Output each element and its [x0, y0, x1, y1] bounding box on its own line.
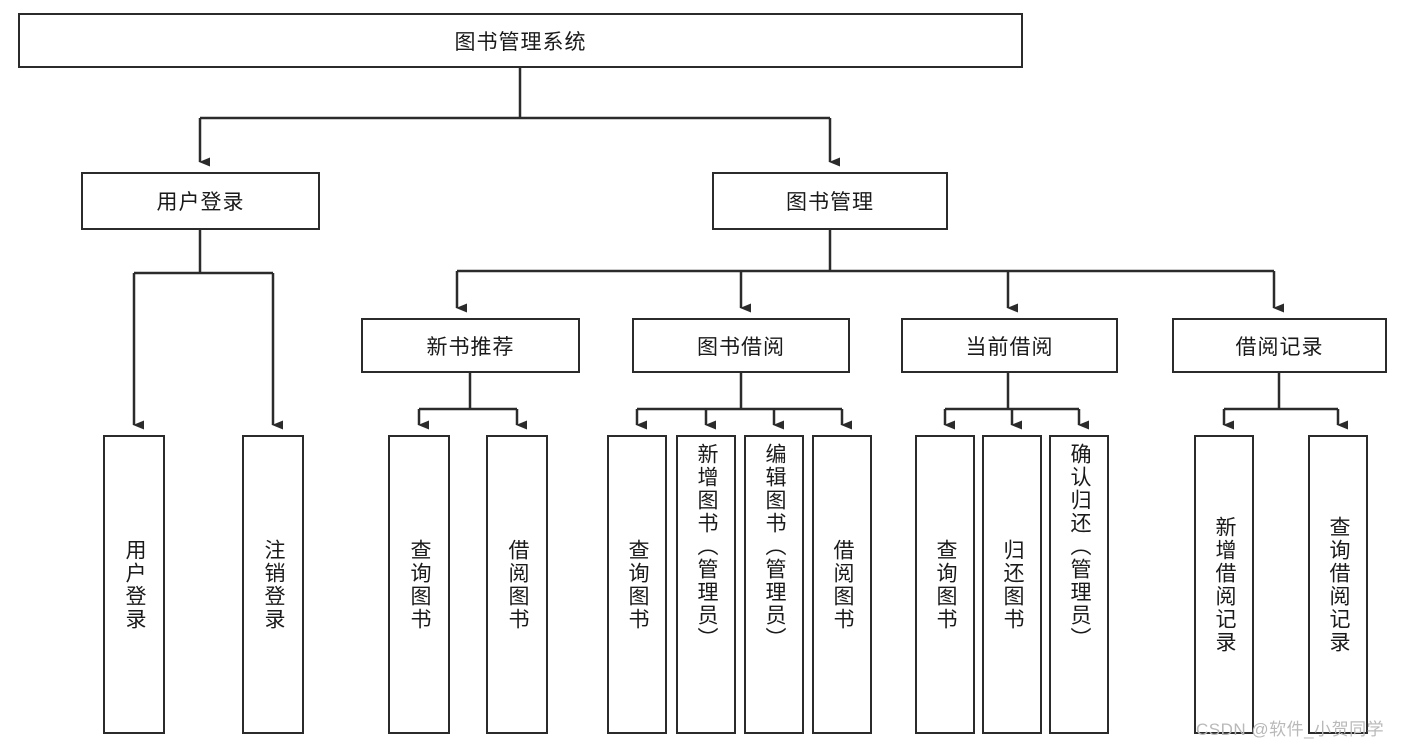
user-login-connectors [132, 230, 283, 430]
node-user-login-label: 用户登录 [156, 191, 245, 214]
node-leaf-borrow-book[interactable]: 借阅图书 [812, 435, 872, 734]
node-root[interactable]: 图书管理系统 [18, 13, 1023, 68]
book-borrow-connectors [635, 373, 852, 430]
node-new-book-recommend-label: 新书推荐 [426, 335, 515, 359]
node-leaf-add-book-label: 新增图书（管理员） [695, 443, 719, 650]
node-book-borrow[interactable]: 图书借阅 [632, 318, 850, 373]
node-leaf-return-book[interactable]: 归还图书 [982, 435, 1042, 734]
node-leaf-borrow-book-recommend-label: 借阅图书 [506, 538, 530, 631]
node-leaf-query-book-current[interactable]: 查询图书 [915, 435, 975, 734]
node-book-management-label: 图书管理 [786, 191, 874, 214]
node-book-management[interactable]: 图书管理 [712, 172, 948, 230]
node-leaf-user-login-label: 用户登录 [123, 538, 147, 631]
node-leaf-query-book-current-label: 查询图书 [934, 538, 958, 631]
node-book-borrow-label: 图书借阅 [697, 335, 785, 359]
root-connectors [198, 68, 840, 167]
node-leaf-borrow-book-label: 借阅图书 [831, 538, 855, 631]
node-leaf-query-book-recommend-label: 查询图书 [408, 538, 432, 631]
node-current-borrow[interactable]: 当前借阅 [901, 318, 1118, 373]
node-borrow-record-label: 借阅记录 [1235, 335, 1324, 359]
borrow-record-connectors [1222, 373, 1348, 430]
node-root-label: 图书管理系统 [454, 30, 587, 54]
current-borrow-connectors [943, 373, 1089, 430]
node-leaf-edit-book[interactable]: 编辑图书（管理员） [744, 435, 804, 734]
node-leaf-logout-label: 注销登录 [262, 538, 286, 631]
node-leaf-edit-book-label: 编辑图书（管理员） [763, 443, 787, 650]
node-leaf-borrow-book-recommend[interactable]: 借阅图书 [486, 435, 548, 734]
node-leaf-add-book[interactable]: 新增图书（管理员） [676, 435, 736, 734]
node-leaf-confirm-return-label: 确认归还（管理员） [1068, 443, 1092, 650]
node-leaf-add-borrow-record[interactable]: 新增借阅记录 [1194, 435, 1254, 734]
node-leaf-confirm-return[interactable]: 确认归还（管理员） [1049, 435, 1109, 734]
node-borrow-record[interactable]: 借阅记录 [1172, 318, 1387, 373]
node-leaf-query-book-borrow-label: 查询图书 [626, 538, 650, 631]
csdn-watermark: CSDN @软件_小贺同学 [1196, 720, 1385, 739]
node-leaf-query-borrow-record[interactable]: 查询借阅记录 [1308, 435, 1368, 734]
node-new-book-recommend[interactable]: 新书推荐 [361, 318, 580, 373]
book-management-connectors [455, 230, 1284, 313]
node-leaf-query-book-recommend[interactable]: 查询图书 [388, 435, 450, 734]
node-current-borrow-label: 当前借阅 [965, 335, 1054, 359]
new-book-recommend-connectors [417, 373, 527, 430]
node-leaf-return-book-label: 归还图书 [1001, 538, 1025, 631]
node-leaf-add-borrow-record-label: 新增借阅记录 [1213, 515, 1237, 654]
node-user-login[interactable]: 用户登录 [81, 172, 320, 230]
node-leaf-user-login[interactable]: 用户登录 [103, 435, 165, 734]
node-leaf-logout[interactable]: 注销登录 [242, 435, 304, 734]
node-leaf-query-borrow-record-label: 查询借阅记录 [1327, 515, 1351, 654]
node-leaf-query-book-borrow[interactable]: 查询图书 [607, 435, 667, 734]
